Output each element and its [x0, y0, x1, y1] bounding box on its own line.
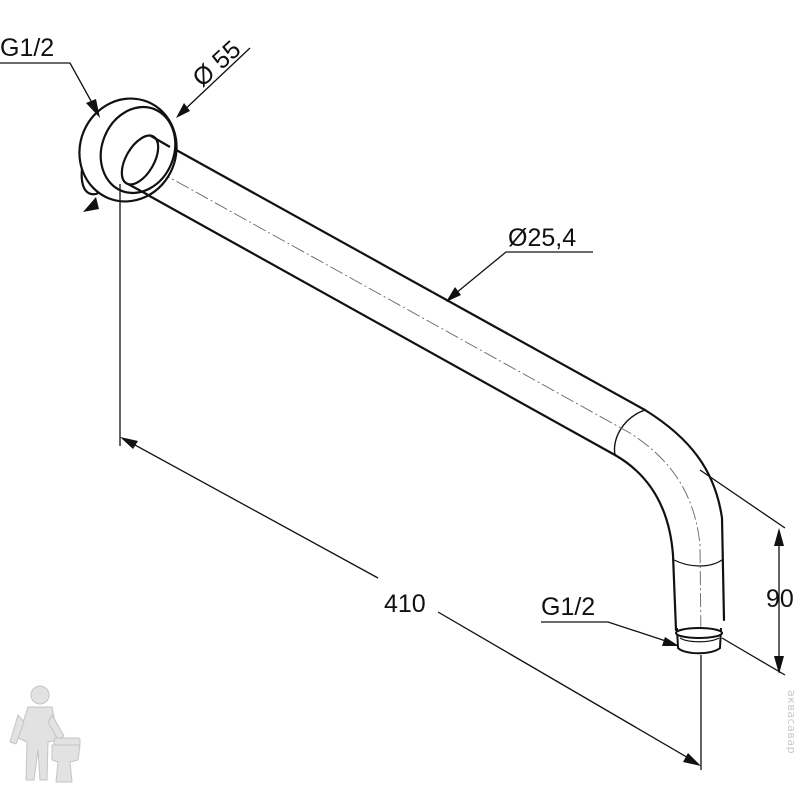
- dim-drop: [699, 469, 786, 676]
- arrowhead-icon: [446, 287, 461, 302]
- label-pipe-diameter: Ø25,4: [508, 224, 576, 252]
- wall-flange: [78, 97, 178, 203]
- arrowhead-icon: [86, 99, 100, 118]
- plumber-mascot-icon: [9, 685, 81, 783]
- arrowhead-icon: [176, 103, 190, 118]
- label-length: 410: [384, 590, 426, 618]
- dim-pipe-diameter: [449, 251, 593, 299]
- dim-flange-diameter: [179, 47, 251, 115]
- watermark-text: аквасавар: [785, 690, 798, 754]
- shower-arm-pipe: [126, 134, 726, 632]
- label-thread-outlet: G1/2: [541, 593, 595, 621]
- outlet-nipple: [675, 627, 723, 655]
- dim-thread-outlet: [541, 621, 673, 644]
- pipe-start: [127, 135, 171, 197]
- label-thread-wall: G1/2: [0, 34, 54, 62]
- arrowhead-icon: [774, 656, 784, 674]
- label-drop: 90: [766, 585, 794, 613]
- label-flange-diameter: Ø 55: [187, 35, 246, 92]
- pipe-centerline: [137, 159, 702, 641]
- dim-thread-wall: [0, 62, 97, 111]
- arrowhead-icon: [662, 637, 679, 646]
- arrowhead-icon: [683, 753, 701, 766]
- dim-length: [119, 184, 702, 770]
- arrowhead-icon: [120, 437, 138, 449]
- arrowhead-icon: [83, 197, 99, 212]
- arrowhead-icon: [774, 528, 784, 546]
